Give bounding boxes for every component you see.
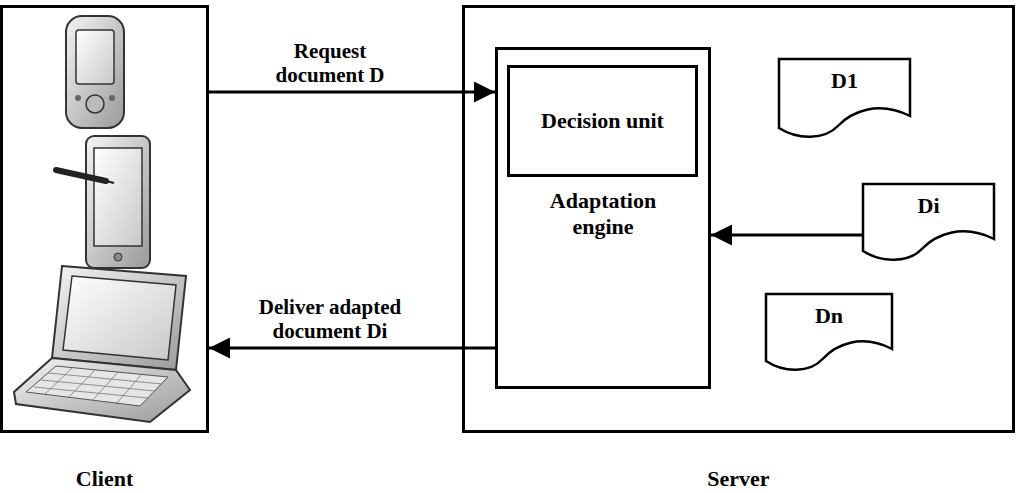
pda-icon bbox=[66, 16, 124, 128]
arrow-connector bbox=[711, 234, 863, 237]
group-heading: Client bbox=[3, 466, 206, 492]
group-heading: Server bbox=[465, 466, 1012, 492]
document-label: D1 bbox=[778, 68, 911, 94]
document-outline bbox=[863, 184, 994, 260]
document-shape: D1 bbox=[778, 58, 911, 138]
arrow-connector bbox=[208, 91, 495, 94]
decision-unit-box: Decision unit bbox=[507, 65, 698, 177]
client-box: Client bbox=[0, 5, 209, 433]
arrow-connector bbox=[209, 347, 496, 350]
document-label: Dn bbox=[765, 303, 893, 329]
document-outline bbox=[766, 294, 892, 370]
server-box: Decision unitAdaptation engineD1DiDnServ… bbox=[462, 5, 1015, 433]
laptop-icon bbox=[14, 266, 190, 422]
box-label: Adaptation engine bbox=[523, 188, 683, 240]
box-label: Decision unit bbox=[538, 108, 668, 134]
adaptation-engine-box: Decision unitAdaptation engine bbox=[495, 47, 711, 389]
document-label: Di bbox=[862, 193, 995, 219]
edge-label: Request document D bbox=[250, 39, 410, 87]
document-shape: Dn bbox=[765, 293, 893, 371]
document-outline bbox=[779, 59, 910, 137]
document-shape: Di bbox=[862, 183, 995, 261]
tablet-icon bbox=[56, 136, 150, 268]
edge-label: Deliver adapted document Di bbox=[250, 295, 410, 343]
